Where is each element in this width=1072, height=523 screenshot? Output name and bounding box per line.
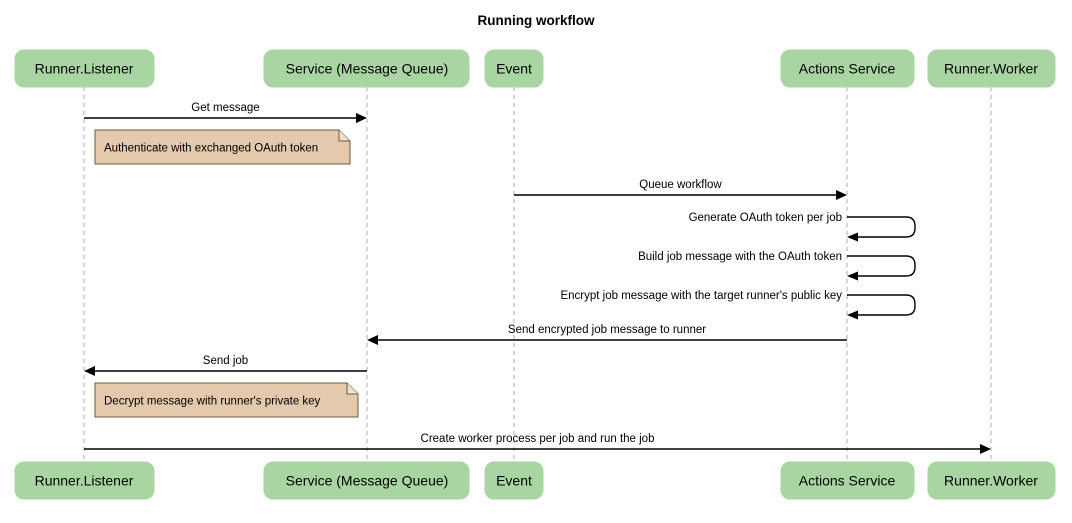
participant-box-actions-service bbox=[780, 461, 915, 500]
participant-label-service-mq: Service (Message Queue) bbox=[286, 473, 449, 489]
participant-label-event: Event bbox=[496, 473, 532, 489]
participant-label-actions-service: Actions Service bbox=[799, 61, 896, 77]
message-line-m5 bbox=[847, 294, 916, 316]
note-n1: Authenticate with exchanged OAuth token bbox=[94, 129, 351, 165]
participant-box-runner-worker bbox=[927, 461, 1056, 500]
message-m3: Generate OAuth token per job bbox=[689, 212, 916, 242]
participant-label-runner-worker: Runner.Worker bbox=[944, 473, 1038, 489]
participant-service-mq[interactable]: Service (Message Queue) bbox=[263, 49, 470, 88]
participant-box-runner-listener bbox=[14, 461, 155, 500]
message-label-m2: Queue workflow bbox=[639, 179, 722, 191]
message-m6: Send encrypted job message to runner bbox=[367, 324, 847, 345]
message-label-m6: Send encrypted job message to runner bbox=[508, 324, 706, 336]
message-m7: Send job bbox=[84, 355, 367, 376]
participant-box-service-mq bbox=[263, 461, 470, 500]
note-body-n1 bbox=[94, 129, 351, 165]
participant-label-runner-listener: Runner.Listener bbox=[35, 473, 134, 489]
message-label-m3: Generate OAuth token per job bbox=[689, 212, 842, 224]
note-fold-icon-n2 bbox=[346, 383, 358, 395]
arrow-head-m1 bbox=[356, 113, 367, 123]
note-n2: Decrypt message with runner's private ke… bbox=[94, 382, 359, 418]
participant-box-service-mq bbox=[263, 49, 470, 88]
participant-runner-worker[interactable]: Runner.Worker bbox=[927, 461, 1056, 500]
diagram-title: Running workflow bbox=[478, 13, 595, 28]
participant-label-event: Event bbox=[496, 61, 532, 77]
message-m8: Create worker process per job and run th… bbox=[84, 433, 991, 454]
arrow-head-m7 bbox=[84, 366, 95, 376]
message-label-m4: Build job message with the OAuth token bbox=[638, 251, 842, 263]
participant-actions-service[interactable]: Actions Service bbox=[780, 461, 915, 500]
message-label-m1: Get message bbox=[191, 102, 259, 114]
participant-runner-listener[interactable]: Runner.Listener bbox=[14, 461, 155, 500]
message-label-m5: Encrypt job message with the target runn… bbox=[560, 290, 842, 302]
participant-runner-worker[interactable]: Runner.Worker bbox=[927, 49, 1056, 88]
message-line-m4 bbox=[847, 255, 916, 277]
message-m2: Queue workflow bbox=[514, 179, 847, 200]
note-label-n2: Decrypt message with runner's private ke… bbox=[104, 396, 321, 408]
message-label-m7: Send job bbox=[203, 355, 248, 367]
participant-service-mq[interactable]: Service (Message Queue) bbox=[263, 461, 470, 500]
message-line-m3 bbox=[847, 216, 916, 238]
lifelines-group bbox=[83, 87, 992, 461]
note-body-n2 bbox=[94, 382, 359, 418]
participant-event[interactable]: Event bbox=[484, 461, 544, 500]
participant-label-runner-worker: Runner.Worker bbox=[944, 61, 1038, 77]
message-m5: Encrypt job message with the target runn… bbox=[560, 290, 916, 320]
participant-label-runner-listener: Runner.Listener bbox=[35, 61, 134, 77]
participants-top-group: Runner.Listener Service (Message Queue) Ev… bbox=[14, 49, 1056, 88]
arrow-head-m5 bbox=[847, 310, 858, 320]
participant-label-actions-service: Actions Service bbox=[799, 473, 896, 489]
participant-runner-listener[interactable]: Runner.Listener bbox=[14, 49, 155, 88]
participant-box-runner-listener bbox=[14, 49, 155, 88]
message-label-m8: Create worker process per job and run th… bbox=[421, 433, 655, 445]
participant-box-actions-service bbox=[780, 49, 915, 88]
notes-group: Authenticate with exchanged OAuth tokenD… bbox=[94, 129, 359, 418]
note-label-n1: Authenticate with exchanged OAuth token bbox=[104, 143, 318, 155]
participant-box-runner-worker bbox=[927, 49, 1056, 88]
arrow-head-m4 bbox=[847, 271, 858, 281]
arrow-head-m6 bbox=[367, 335, 378, 345]
arrow-head-m2 bbox=[836, 190, 847, 200]
participant-box-event bbox=[484, 49, 544, 88]
arrow-head-m8 bbox=[980, 444, 991, 454]
note-fold-icon-n1 bbox=[338, 130, 350, 142]
message-m1: Get message bbox=[84, 102, 367, 123]
participant-box-event bbox=[484, 461, 544, 500]
arrow-head-m3 bbox=[847, 232, 858, 242]
participant-event[interactable]: Event bbox=[484, 49, 544, 88]
participants-bottom-group: Runner.Listener Service (Message Queue) Ev… bbox=[14, 461, 1056, 500]
message-m4: Build job message with the OAuth token bbox=[638, 251, 916, 281]
participant-actions-service[interactable]: Actions Service bbox=[780, 49, 915, 88]
participant-label-service-mq: Service (Message Queue) bbox=[286, 61, 449, 77]
